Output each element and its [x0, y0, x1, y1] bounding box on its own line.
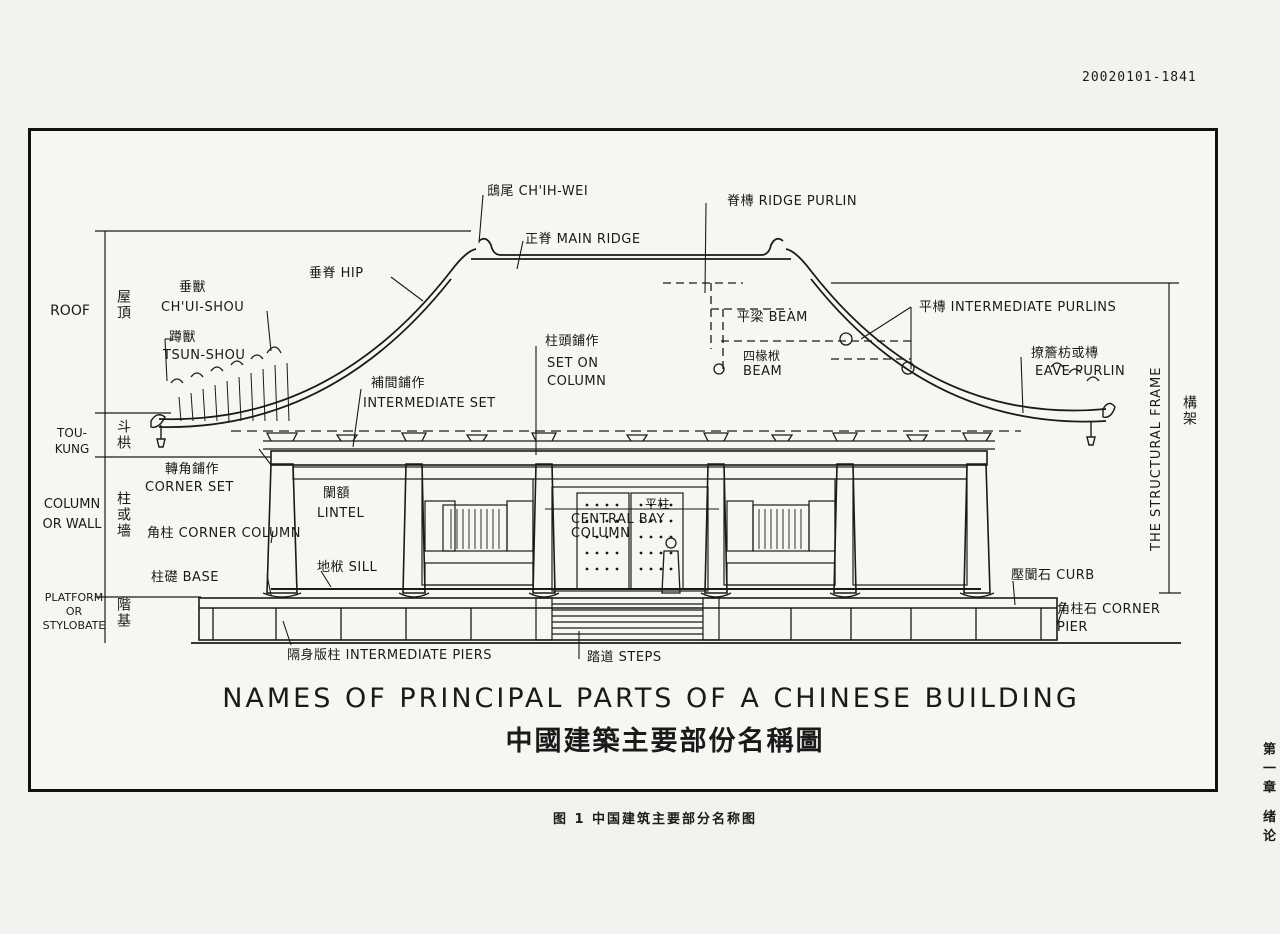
label-curb: 壓闌石 CURB [1011, 568, 1095, 583]
label-intermediate-purlins: 平槫 INTERMEDIATE PURLINS [919, 300, 1117, 315]
label-lintel-en: LINTEL [317, 506, 365, 521]
building-drawing [95, 194, 1181, 659]
side-label-column-cn: 柱或墻 [115, 491, 131, 539]
label-set-on-column-en: SET ON COLUMN [547, 356, 607, 389]
side-label-roof-cn: 屋頂 [115, 289, 131, 321]
side-label-column: COLUMN OR WALL [37, 495, 107, 535]
purlins [663, 282, 911, 369]
door-studs [585, 503, 673, 571]
side-label-platform-cn: 階基 [115, 597, 131, 629]
label-steps: 踏道 STEPS [587, 650, 662, 665]
tou-kung-band [263, 432, 995, 450]
platform [198, 597, 1058, 641]
label-corner-set-en: CORNER SET [145, 480, 234, 495]
side-label-toukung-cn: 斗栱 [115, 419, 131, 451]
roof-tiles [178, 362, 290, 422]
label-central-bay-en: CENTRAL BAY COLUMN [571, 512, 665, 541]
diagram-frame: ROOF 屋頂 TOU-KUNG 斗栱 COLUMN OR WALL 柱或墻 P… [28, 128, 1218, 792]
label-si-chuan-fu-en: BEAM [743, 364, 783, 379]
side-label-roof-en: ROOF [50, 303, 90, 319]
label-eave-purlin-cn: 撩簷枋或槫 [1031, 346, 1099, 361]
label-tsun-shou-en: TSUN-SHOU [163, 348, 246, 363]
roof [158, 237, 1107, 428]
title-chinese: 中國建築主要部份名稱圖 [505, 726, 825, 757]
wall-panels [421, 478, 968, 586]
structural-frame-dim [831, 282, 1181, 594]
intermediate-piers [212, 608, 1042, 640]
label-sill: 地栿 SILL [317, 560, 378, 575]
title-english: NAMES OF PRINCIPAL PARTS OF A CHINESE BU… [222, 683, 1080, 714]
steps [535, 597, 720, 641]
purlin-rings [713, 332, 915, 375]
label-tsun-shou-cn: 蹲獸 [169, 330, 197, 345]
side-label-toukung: TOU-KUNG [45, 425, 99, 457]
side-label-column-en: COLUMN OR WALL [42, 497, 102, 532]
structural-frame-label: THE STRUCTURAL FRAME [1149, 366, 1164, 551]
reference-number: 20020101-1841 [1082, 70, 1197, 85]
label-central-bay-cn: 平柱 [645, 497, 671, 511]
side-label-platform: PLATFORM OR STYLOBATE [35, 591, 113, 633]
label-main-ridge: 正脊 MAIN RIDGE [525, 232, 641, 247]
side-label-roof: ROOF [45, 301, 95, 321]
label-chui-shou-cn: 垂獸 [179, 280, 207, 295]
left-dimension [95, 230, 471, 643]
chapter-tag: 第一章 绪论 [1260, 742, 1275, 848]
central-door [551, 486, 709, 592]
column-bases [262, 592, 995, 598]
lintel [270, 450, 988, 466]
label-intermediate-set-en: INTERMEDIATE SET [363, 396, 496, 411]
side-label-toukung-en: TOU-KUNG [54, 426, 90, 456]
label-lintel-cn: 闌額 [323, 486, 351, 501]
label-set-on-column-cn: 柱頭鋪作 [545, 334, 600, 349]
label-base: 柱礎 BASE [151, 570, 219, 585]
window-slats [450, 509, 802, 549]
label-intermediate-set-cn: 補間鋪作 [371, 376, 426, 391]
label-hip: 垂脊 HIP [309, 266, 364, 281]
label-chih-wei: 鴟尾 CH'IH-WEI [487, 184, 589, 199]
side-label-platform-en: PLATFORM OR STYLOBATE [42, 591, 106, 632]
label-corner-pier-cn: 角柱石 CORNER PIER [1057, 602, 1161, 635]
structural-frame-cn: 構架 [1181, 395, 1197, 427]
roof-animals [170, 346, 1100, 384]
label-eave-purlin-en: EAVE PURLIN [1035, 364, 1126, 379]
label-chui-shou-en: CH'UI-SHOU [161, 300, 245, 315]
eave-curl-left [150, 414, 166, 448]
label-ridge-purlin: 脊槫 RIDGE PURLIN [727, 194, 858, 209]
figure-caption: 图 1 中国建筑主要部分名称图 [552, 812, 758, 827]
eave-curl-right [1086, 402, 1116, 446]
label-intermediate-piers: 隔身版柱 INTERMEDIATE PIERS [287, 648, 492, 663]
label-ping-liang-beam: 平梁 BEAM [737, 310, 808, 325]
label-corner-set-cn: 轉角鋪作 [165, 462, 220, 477]
label-corner-column: 角柱 CORNER COLUMN [147, 526, 301, 541]
human-figure [661, 537, 681, 594]
leader-lines [164, 194, 1066, 659]
label-si-chuan-fu-cn: 四椽栿 [743, 349, 781, 363]
